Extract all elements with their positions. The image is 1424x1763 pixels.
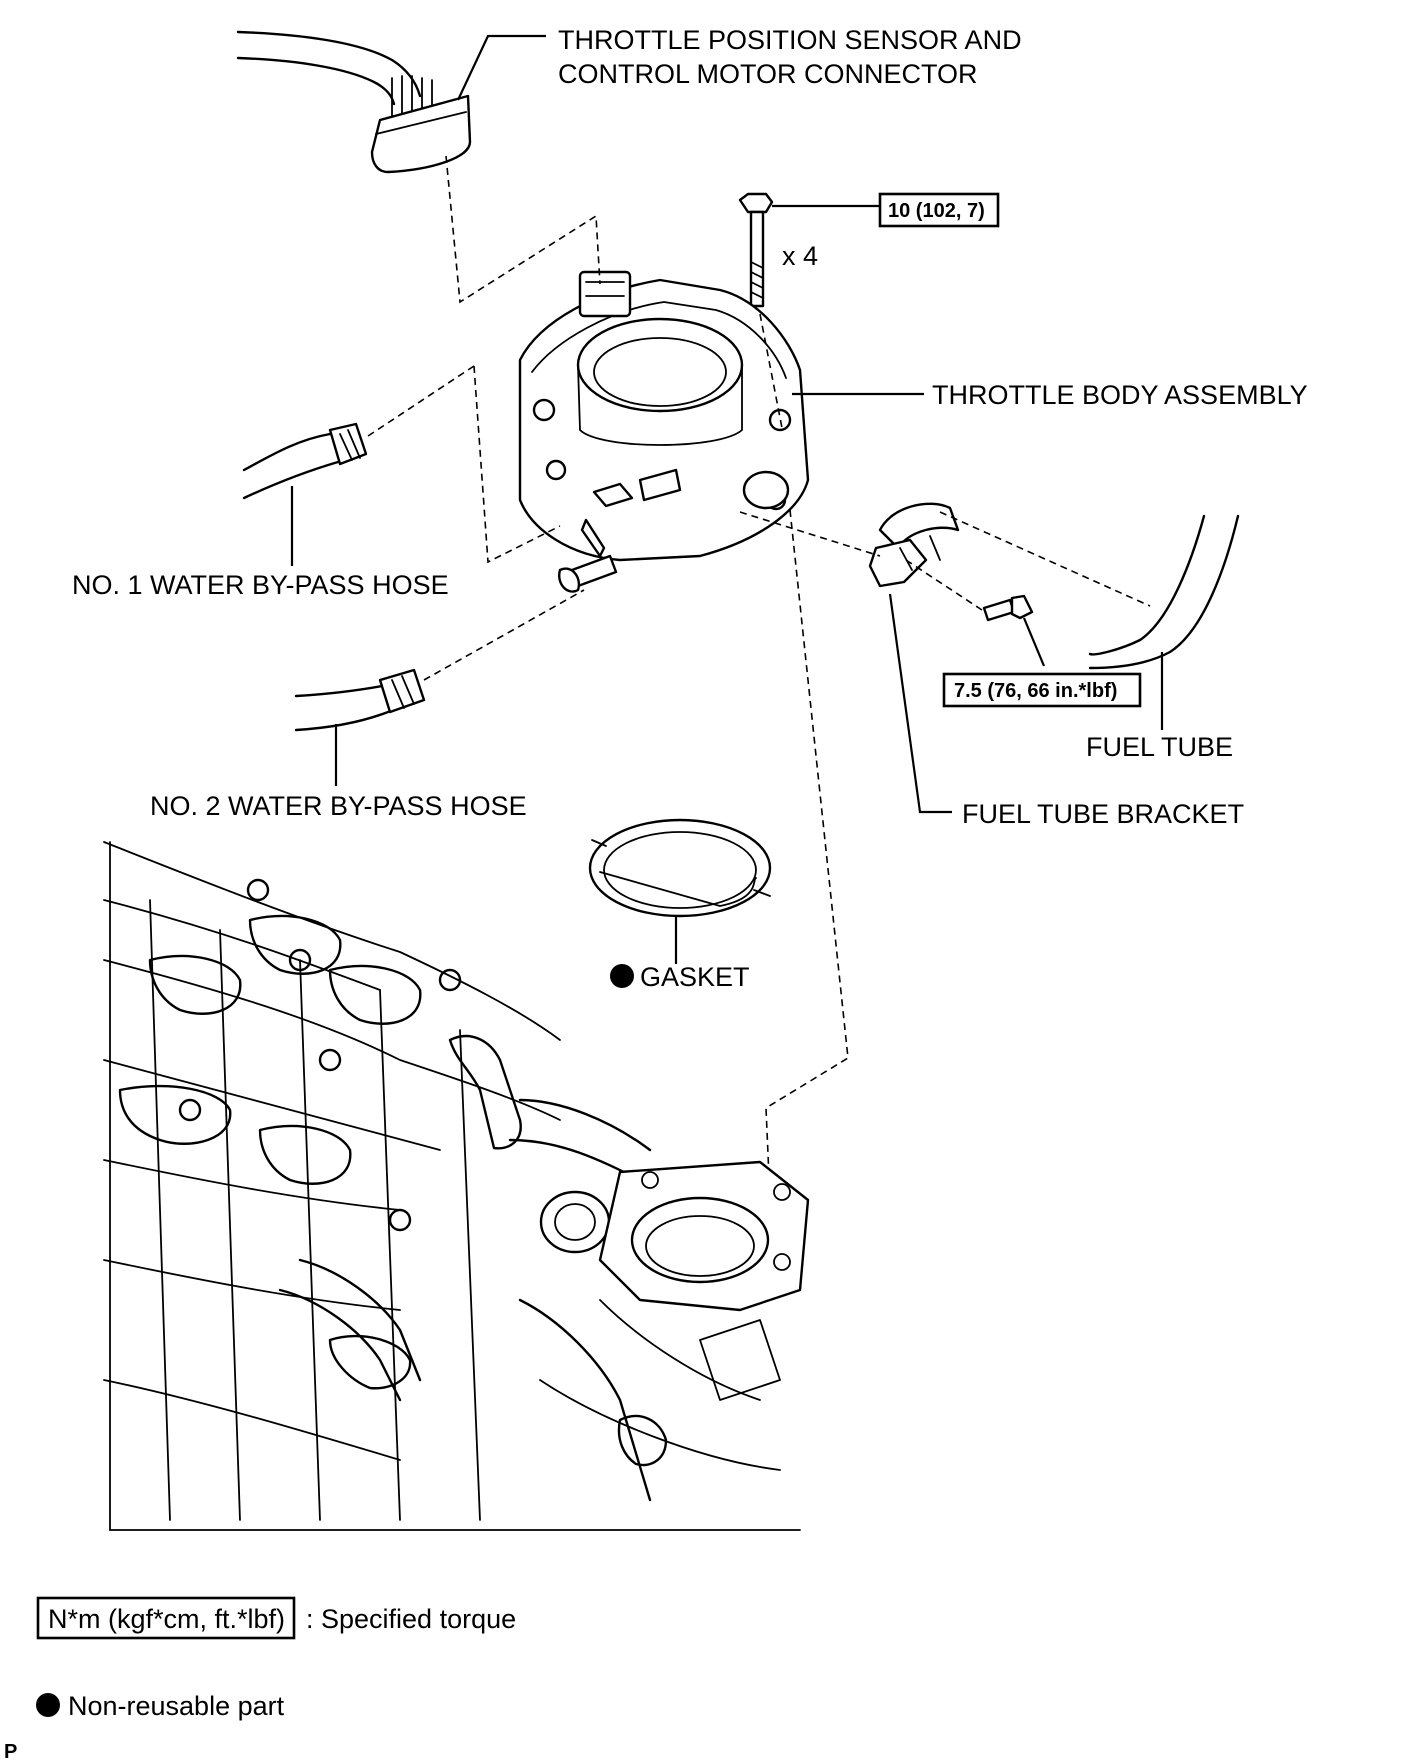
assembly-guide-lines <box>367 155 1151 1201</box>
torque-value-bracket-bolt: 7.5 (76, 66 in.*lbf) <box>954 680 1117 702</box>
bracket-bolt-icon <box>982 594 1034 622</box>
legend-nonreusable-label: Non-reusable part <box>68 1691 285 1721</box>
throttle-body-label: THROTTLE BODY ASSEMBLY <box>932 380 1308 410</box>
throttle-sensor-connector-icon <box>236 30 472 174</box>
torque-box-bracket-bolt <box>942 672 1142 708</box>
bolt-quantity-label: x 4 <box>782 241 818 271</box>
engine-intake-manifold-icon <box>103 841 810 1531</box>
water-hose-2-icon <box>294 668 426 732</box>
legend-torque-box <box>36 1596 296 1640</box>
throttle-body-icon <box>518 270 810 593</box>
gasket-icon <box>588 818 772 918</box>
footer-mark: P <box>4 1741 17 1763</box>
torque-box-throttle-bolt <box>878 192 1000 228</box>
legend-torque-desc: : Specified torque <box>306 1604 516 1634</box>
gasket-label: GASKET <box>640 962 750 992</box>
torque-value-throttle-bolt: 10 (102, 7) <box>888 200 985 222</box>
water-hose-1-label: NO. 1 WATER BY-PASS HOSE <box>72 570 449 600</box>
fuel-tube-label: FUEL TUBE <box>1086 732 1233 762</box>
fuel-tube-bracket-icon <box>868 502 960 588</box>
gasket-nonreusable-mark-icon <box>610 964 634 988</box>
connector-label-line1: THROTTLE POSITION SENSOR AND <box>558 25 1022 55</box>
water-hose-1-icon <box>242 422 368 500</box>
legend-torque-unit: N*m (kgf*cm, ft.*lbf) <box>48 1604 285 1634</box>
legend-nonreusable-mark-icon <box>36 1693 60 1717</box>
bolt-icon <box>738 192 774 308</box>
connector-label-line2: CONTROL MOTOR CONNECTOR <box>558 59 978 89</box>
water-hose-2-label: NO. 2 WATER BY-PASS HOSE <box>150 791 527 821</box>
fuel-tube-icon <box>1088 514 1240 670</box>
fuel-tube-bracket-label: FUEL TUBE BRACKET <box>962 799 1244 829</box>
